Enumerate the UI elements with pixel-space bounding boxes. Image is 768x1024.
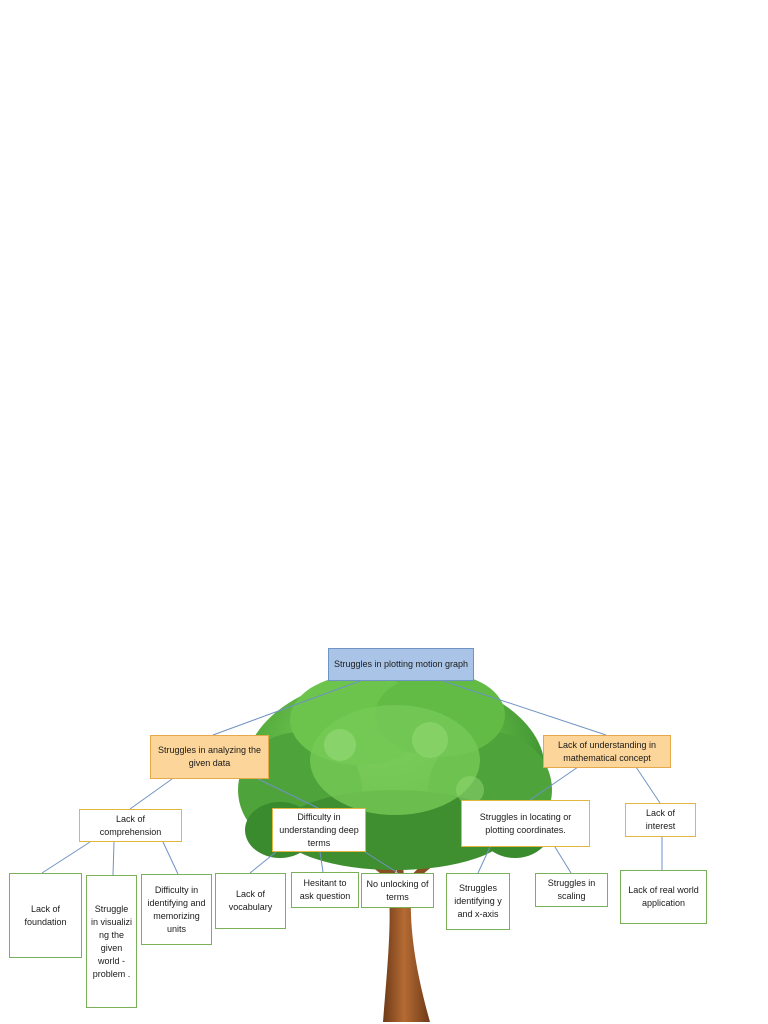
subcause-label: Difficulty in understanding deep terms <box>279 811 359 848</box>
connector-analyzing-to-comprehension <box>129 778 173 810</box>
leaf-real-world: Lack of real world application <box>620 870 707 924</box>
connector-analyzing-to-deep-terms <box>257 778 319 809</box>
leaf-label: Lack of foundation <box>24 903 67 927</box>
leaf-visualizing: Struggle in visualizi ng the given world… <box>86 875 137 1008</box>
connector-math-to-interest <box>635 766 661 804</box>
leaf-label: No unlocking of terms <box>366 878 429 902</box>
connector-root-to-analyzing <box>212 680 361 736</box>
connector-root-to-math-concept <box>442 680 607 736</box>
subcause-label: Struggles in locating or plotting coordi… <box>479 811 572 835</box>
leaf-label: Struggles identifying y and x-axis <box>454 883 502 919</box>
connector-comprehension-to-units <box>162 841 179 875</box>
cause-label: Struggles in analyzing the given data <box>157 745 262 768</box>
connector-math-to-coordinates <box>529 766 579 801</box>
leaf-label: Lack of real world application <box>628 885 699 908</box>
leaf-vocabulary: Lack of vocabulary <box>215 873 286 929</box>
connector-comprehension-to-visualizing <box>112 841 115 876</box>
subcause-label: Lack of interest <box>645 808 676 831</box>
connector-coordinates-to-axis <box>477 846 491 874</box>
leaf-foundation: Lack of foundation <box>9 873 82 958</box>
connector-comprehension-to-foundation <box>41 841 91 874</box>
leaf-label: Struggles in scaling <box>547 878 596 901</box>
connector-deep-terms-to-unlocking <box>364 851 399 874</box>
connector-coordinates-to-scaling <box>554 846 572 874</box>
root-label: Struggles in plotting motion graph <box>333 659 469 669</box>
leaf-scaling: Struggles in scaling <box>535 873 608 907</box>
connector-deep-terms-to-vocabulary <box>249 851 277 874</box>
cause-analyzing-data: Struggles in analyzing the given data <box>150 735 269 779</box>
leaf-label: Hesitant to ask question <box>299 878 351 901</box>
cause-label: Lack of understanding in mathematical co… <box>557 739 657 763</box>
subcause-coordinates: Struggles in locating or plotting coordi… <box>461 800 590 847</box>
leaf-label: Difficulty in identifying and memorizing… <box>147 884 206 934</box>
connector-deep-terms-to-hesitant <box>319 851 324 873</box>
subcause-interest: Lack of interest <box>625 803 696 837</box>
subcause-comprehension: Lack of comprehension <box>79 809 182 842</box>
leaf-hesitant: Hesitant to ask question <box>291 872 359 908</box>
leaf-unlocking: No unlocking of terms <box>361 873 434 908</box>
leaf-label: Lack of vocabulary <box>228 889 273 912</box>
leaf-axis: Struggles identifying y and x-axis <box>446 873 510 930</box>
subcause-label: Lack of comprehension <box>99 813 162 837</box>
leaf-label: Struggle in visualizi ng the given world… <box>90 903 132 979</box>
leaf-units: Difficulty in identifying and memorizing… <box>141 874 212 945</box>
cause-math-concept: Lack of understanding in mathematical co… <box>543 735 671 768</box>
subcause-deep-terms: Difficulty in understanding deep terms <box>272 808 366 852</box>
root-node: Struggles in plotting motion graph <box>328 648 474 681</box>
